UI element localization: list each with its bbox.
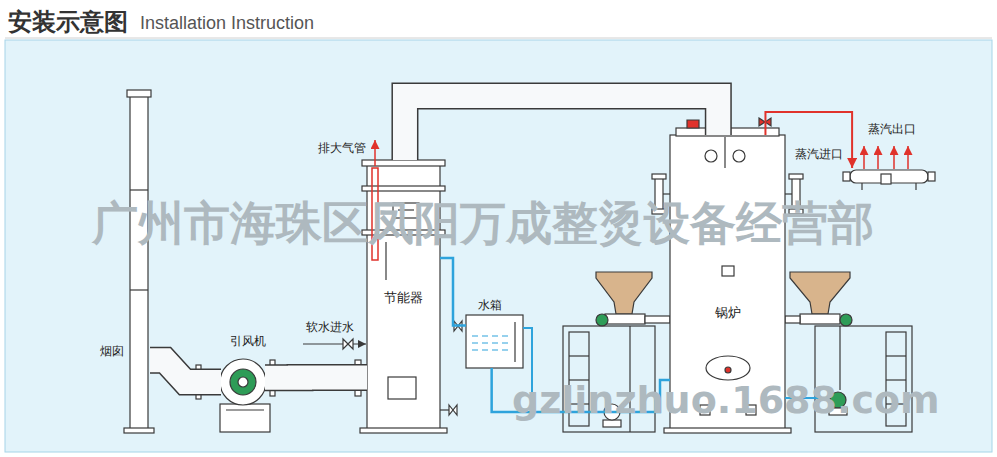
watermark: 广州市海珠区凤阳万成整烫设备经营部 [92, 196, 874, 251]
fuel-hopper-part [645, 316, 670, 323]
steam-outlet-arrows-part [893, 146, 895, 169]
watermark: gzlinzhuo.1688.com [512, 378, 940, 424]
flue-duct [405, 96, 718, 160]
water-tank-body-part [472, 342, 508, 343]
steam-outlet-arrows-part [863, 146, 865, 169]
boiler-body-part [705, 150, 717, 162]
steam-pipe-stroke [765, 112, 852, 168]
water-pipe-stroke [440, 258, 466, 326]
boiler-body-part [785, 193, 792, 194]
fuel-hopper-part [596, 272, 652, 314]
panel-ground [5, 40, 992, 452]
chimney-stack [124, 90, 154, 433]
chimney-stack-part [127, 90, 151, 97]
boiler-body-part [652, 174, 666, 179]
water-tank: 水箱 [466, 315, 523, 368]
boiler-body-part [663, 193, 670, 194]
fuel-hopper-part [790, 272, 850, 314]
water-tank-body-part [466, 315, 523, 368]
steam-header-body-part [915, 183, 916, 190]
fuel-hopper-part [840, 314, 852, 326]
fan-symbol-part [220, 359, 266, 405]
pipe-label: 蒸汽进口 [795, 147, 843, 161]
economizer-body-part [360, 428, 447, 433]
node-label: 引风机 [230, 334, 266, 348]
node-label: 烟囱 [100, 344, 124, 358]
inlet-pipe [303, 339, 366, 349]
fan-symbol-part [230, 369, 256, 395]
steam-outlet-arrows-part [907, 146, 909, 169]
steam-header-body-part [861, 183, 862, 190]
steam-header-body-part [881, 174, 891, 184]
flue-duct-stroke [265, 366, 367, 390]
fuel-hopper-part [800, 314, 840, 324]
boiler-body-part [725, 367, 731, 373]
induced-draft-fan: 引风机 [221, 358, 265, 406]
fan-symbol [220, 359, 270, 432]
boiler-body-part [687, 120, 699, 128]
water-tank-body-part [514, 322, 515, 362]
boiler-body-part [706, 356, 750, 380]
exhaust-pipe-part [374, 140, 376, 166]
fan-symbol-part [238, 377, 248, 387]
support-frame-part [569, 355, 589, 356]
chimney-stack-part [130, 189, 148, 190]
node-label: 锅炉 [715, 305, 741, 321]
pipe-label: 排大气管 [318, 141, 366, 155]
steam-header-body-part [843, 172, 850, 181]
node-label: 节能器 [384, 290, 423, 306]
water-pipe [440, 258, 466, 326]
chimney-stack-part [124, 428, 154, 433]
economizer-body-part [388, 377, 416, 399]
flue-duct-stroke [150, 360, 221, 382]
node-label: 水箱 [478, 298, 502, 312]
flue-duct-stroke [405, 96, 718, 160]
steam-outlet-arrows-part [877, 146, 879, 169]
pipe-label: 软水进水 [306, 320, 354, 334]
chimney: 烟囱 [128, 90, 150, 432]
boiler-body-part [722, 266, 734, 276]
fuel-hopper-part [596, 314, 608, 326]
support-frame-part [886, 355, 906, 356]
diagram-title: 安装示意图 [8, 8, 128, 37]
fan-symbol-part [220, 404, 270, 432]
steam-header-body-part [850, 170, 928, 183]
boiler-body-part [664, 428, 791, 433]
chimney-stack-part [130, 289, 148, 290]
steam-header-body [843, 170, 935, 190]
inlet-pipe-part [343, 339, 353, 349]
subtitle: Installation Instruction [140, 13, 314, 35]
chimney-stack-part [130, 96, 148, 430]
fan-symbol-part [226, 409, 264, 410]
water-tank-body-part [472, 349, 508, 350]
flue-duct-stroke [405, 96, 718, 160]
steam-outlet-arrows [864, 146, 908, 169]
title-rule [5, 38, 992, 39]
steam-header-body-part [928, 172, 935, 181]
fuel-hopper-part [785, 316, 800, 323]
flue-duct [150, 360, 221, 382]
economizer-body-part [449, 405, 457, 415]
boiler-body-part [733, 150, 745, 162]
boiler-body-part [789, 174, 803, 179]
node-label: 蒸汽出口 [868, 122, 916, 136]
inlet-pipe-part [303, 343, 366, 344]
steam-pipe [765, 112, 852, 168]
flue-duct-stroke [265, 364, 367, 391]
fuel-hopper-part [605, 314, 645, 324]
economizer-body-part [362, 186, 445, 191]
flue-duct [265, 377, 367, 378]
steam-header: 蒸汽出口 [848, 168, 930, 184]
boiler-body-part [724, 137, 725, 168]
flue-duct-stroke [150, 360, 221, 382]
water-tank-body-part [472, 335, 508, 336]
